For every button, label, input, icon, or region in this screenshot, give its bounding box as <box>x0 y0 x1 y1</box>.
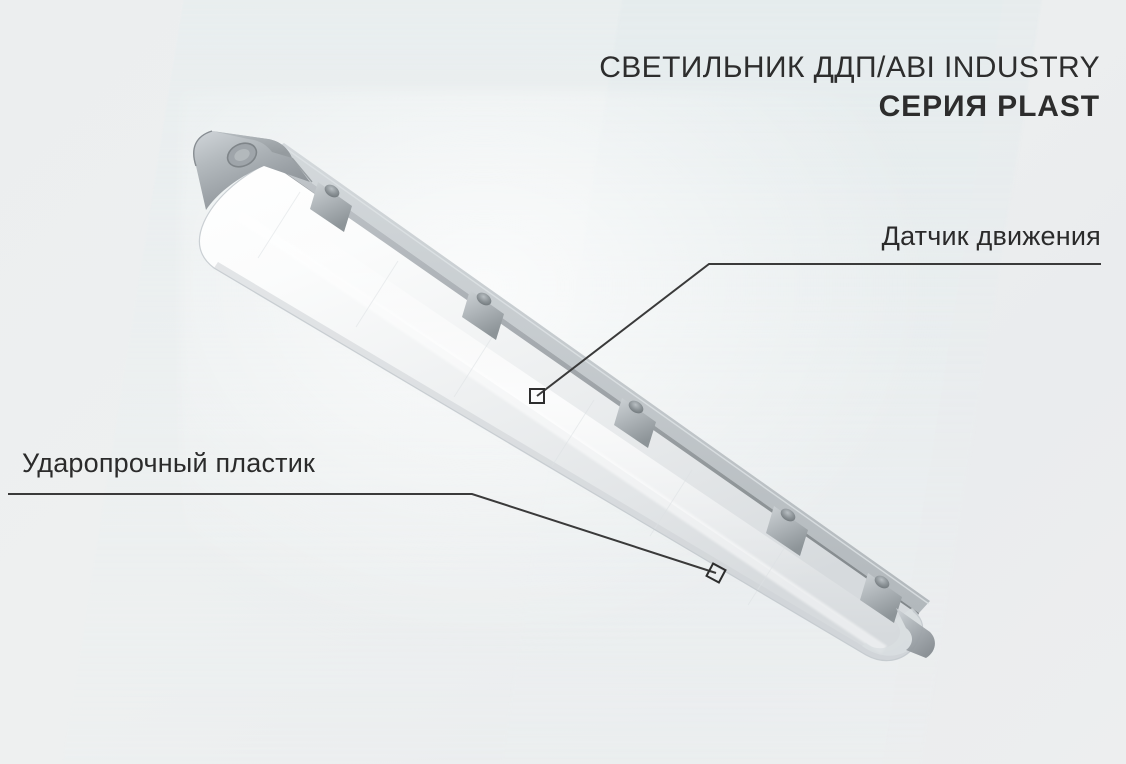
retaining-clip <box>614 398 656 448</box>
retaining-clip <box>860 573 902 623</box>
end-cap-top <box>193 130 313 210</box>
page-title: СВЕТИЛЬНИК ДДП/ABI INDUSTRY СЕРИЯ PLAST <box>599 48 1100 126</box>
callout-label-plastic: Ударопрочный пластик <box>22 448 316 478</box>
title-line-2: СЕРИЯ PLAST <box>878 90 1100 123</box>
title-line-1: СВЕТИЛЬНИК ДДП/ABI INDUSTRY <box>599 51 1100 84</box>
retaining-clip <box>766 506 808 556</box>
retaining-clip <box>310 182 352 232</box>
diffuser-body <box>198 160 923 662</box>
retaining-clips <box>310 182 902 623</box>
retaining-clip <box>462 290 504 340</box>
end-cap-bottom <box>896 608 935 658</box>
callout-label-sensor: Датчик движения <box>881 221 1101 251</box>
cable-gland-icon <box>226 142 258 168</box>
